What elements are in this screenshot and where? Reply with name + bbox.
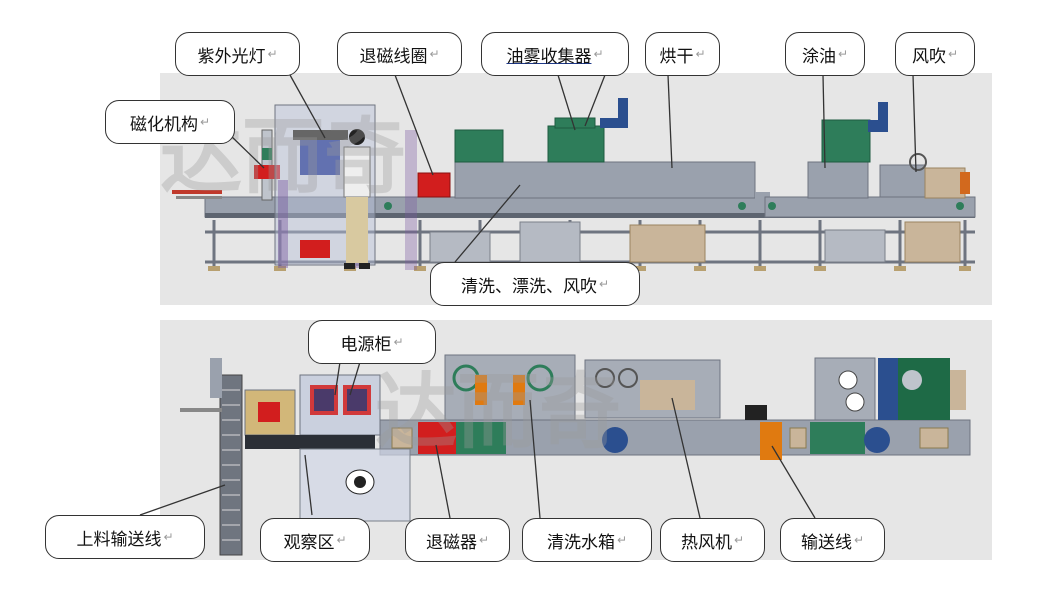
right-conveyor (764, 196, 976, 218)
wash-motors (454, 117, 605, 163)
label-power-cabinet: 电源柜↵ (308, 320, 436, 364)
bed-rollers (391, 427, 949, 449)
wash-tanks (429, 221, 581, 263)
label-wash-rinse-blow: 清洗、漂洗、风吹↵ (430, 262, 640, 306)
orange-conveyor (760, 422, 782, 460)
right-cabinet (814, 357, 876, 421)
top-blue-circles (602, 427, 890, 453)
label-observation-area: 观察区↵ (260, 518, 370, 562)
label-feed-conveyor: 上料输送线↵ (45, 515, 205, 559)
label-demagnetizer: 退磁器↵ (405, 518, 510, 562)
oiling-motor (821, 119, 871, 163)
label-water-tank: 清洗水箱↵ (522, 518, 652, 562)
oiling-box (807, 161, 869, 199)
dark-belt (245, 435, 375, 449)
label-uv-lamp: 紫外光灯↵ (175, 32, 300, 76)
purple-pillars (278, 180, 288, 268)
demag-coil-box (417, 172, 451, 198)
svg-text:达而奇: 达而奇 (375, 365, 621, 460)
wash-tunnel (454, 161, 756, 199)
label-conveyor: 输送线↵ (780, 518, 885, 562)
feeder-arms (172, 190, 222, 199)
tan-tank-1 (629, 224, 706, 263)
label-hot-air-blower: 热风机↵ (660, 518, 765, 562)
label-drying: 烘干↵ (645, 32, 720, 76)
label-magnetizer: 磁化机构↵ (105, 100, 235, 144)
top-green-blocks (456, 422, 865, 454)
label-demag-coil: 退磁线圈↵ (337, 32, 462, 76)
label-oil-mist-collector: 油雾收集器↵ (481, 32, 629, 76)
leader-lines (139, 74, 917, 519)
label-blowing: 风吹↵ (895, 32, 975, 76)
green-cabinet (898, 358, 950, 420)
label-oiling: 涂油↵ (785, 32, 865, 76)
operator-figure (343, 129, 371, 269)
